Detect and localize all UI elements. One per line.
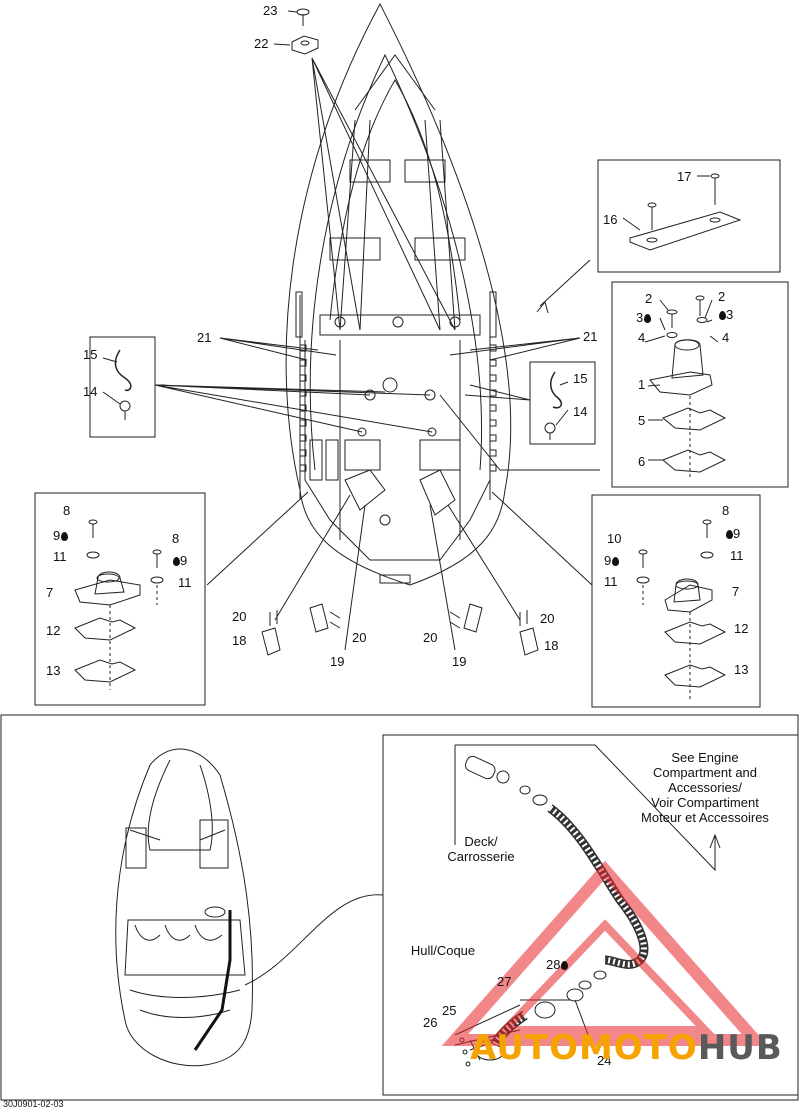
inset-mount-left — [34, 492, 206, 706]
watermark-logo — [441, 860, 769, 1046]
callout-25: 25 — [442, 1003, 457, 1018]
drop-icon — [644, 314, 652, 323]
callout-18b: 18 — [544, 638, 559, 653]
callout-5: 5 — [638, 413, 646, 428]
callout-26: 26 — [423, 1015, 438, 1030]
callout-3b: 3 — [718, 308, 733, 322]
callout-14a: 14 — [83, 384, 98, 399]
callout-23: 23 — [263, 3, 278, 18]
callout-15a: 15 — [83, 347, 98, 362]
callout-12b: 12 — [734, 621, 749, 636]
bottom-brackets — [261, 603, 539, 656]
callout-19a: 19 — [330, 654, 345, 669]
callout-8b: 8 — [172, 531, 180, 546]
inset-plate — [597, 159, 781, 273]
callout-4b: 4 — [722, 330, 730, 345]
watermark-text: AUTOMOTOHUB — [470, 1028, 783, 1068]
drop-icon — [173, 557, 180, 566]
see-engine-note: See Engine Compartment and Accessories/ … — [641, 750, 769, 825]
callout-9b: 9 — [172, 554, 187, 568]
callout-8c: 8 — [722, 503, 730, 518]
callout-20b: 20 — [352, 630, 367, 645]
callout-14b: 14 — [573, 404, 588, 419]
inset-left-clip — [89, 336, 156, 438]
callout-24: 24 — [597, 1053, 612, 1068]
callout-17: 17 — [677, 169, 692, 184]
drawing-code: 30J0901-02-03 — [3, 1099, 64, 1109]
hull-label: Hull/Coque — [410, 943, 476, 958]
callout-18a: 18 — [232, 633, 247, 648]
callout-27: 27 — [497, 974, 512, 989]
callout-9c: 9 — [725, 527, 740, 541]
callout-12a: 12 — [46, 623, 61, 638]
drop-icon — [726, 530, 733, 539]
callout-19b: 19 — [452, 654, 467, 669]
callout-3a: 3 — [636, 311, 652, 325]
callout-7b: 7 — [732, 584, 740, 599]
callout-1: 1 — [638, 377, 646, 392]
callout-11a: 11 — [53, 549, 67, 564]
callout-21a: 21 — [197, 330, 212, 345]
deck-label: Deck/ Carrosserie — [447, 834, 515, 864]
drop-icon — [561, 961, 569, 970]
inset-mount-right-lower — [591, 494, 761, 708]
callout-9a: 9 — [53, 529, 69, 543]
callout-10: 10 — [607, 531, 622, 546]
inset-right-clip — [529, 361, 596, 445]
hose-inset — [382, 734, 799, 1096]
callout-20a: 20 — [232, 609, 247, 624]
callout-20c: 20 — [423, 630, 438, 645]
drop-icon — [612, 557, 620, 566]
callout-11c: 11 — [730, 548, 744, 563]
callout-22: 22 — [254, 36, 269, 51]
callout-4a: 4 — [638, 330, 646, 345]
drop-icon — [719, 311, 726, 320]
inset-mount-right — [611, 281, 789, 488]
callout-11d: 11 — [604, 574, 618, 589]
callout-2a: 2 — [645, 291, 653, 306]
callout-11b: 11 — [178, 575, 192, 590]
craft-perspective — [115, 748, 254, 1067]
callout-8a: 8 — [63, 503, 71, 518]
hull-top-view — [285, 2, 512, 586]
callout-28: 28 — [546, 958, 569, 972]
callout-6: 6 — [638, 454, 646, 469]
callout-16: 16 — [603, 212, 618, 227]
callout-20d: 20 — [540, 611, 555, 626]
leader-lines — [154, 57, 600, 651]
callout-13a: 13 — [46, 663, 61, 678]
callout-13b: 13 — [734, 662, 749, 677]
callout-2b: 2 — [718, 289, 726, 304]
item-22-23 — [273, 8, 319, 55]
callout-15b: 15 — [573, 371, 588, 386]
callout-7a: 7 — [46, 585, 54, 600]
callout-9d: 9 — [604, 554, 620, 568]
drop-icon — [61, 532, 69, 541]
callout-21b: 21 — [583, 329, 598, 344]
